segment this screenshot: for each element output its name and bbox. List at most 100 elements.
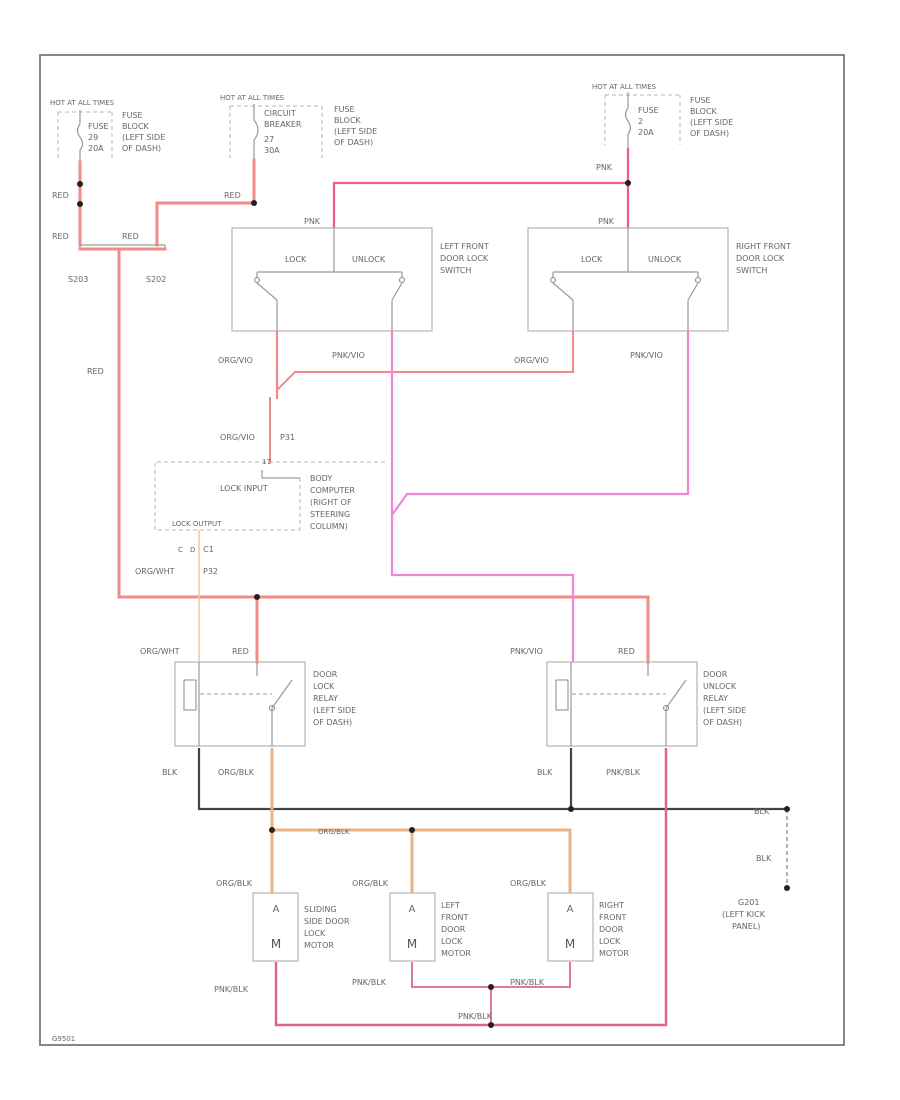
fuse-29-symbol [76, 123, 84, 151]
wire-label-org-blk-motor-3: ORG/BLK [510, 879, 547, 888]
fuse-middle-hot-label: HOT AT ALL TIMES [220, 94, 285, 102]
wire-label-pnk-vio-relay: PNK/VIO [510, 647, 543, 656]
unlock-relay-title-line-1: DOOR [703, 670, 728, 679]
fuse-left-fuse-label: FUSE [88, 122, 109, 131]
org-vio-wire [269, 330, 574, 464]
connector-p31-label: P31 [280, 433, 295, 442]
circuit-breaker-27-group: HOT AT ALL TIMES CIRCUIT BREAKER 27 30A … [220, 94, 377, 160]
lock-relay-title-line-5: OF DASH) [313, 718, 352, 727]
wire-label-red-2: RED [52, 232, 69, 241]
svg-text:A: A [409, 904, 416, 915]
wire-label-pnk-blk-bottom: PNK/BLK [458, 1012, 493, 1021]
connector-p32-label: P32 [203, 567, 218, 576]
wire-label-red-5: RED [87, 367, 104, 376]
right-motor-title-line-3: DOOR [599, 925, 624, 934]
diagram-frame [39, 54, 845, 1046]
fuse-middle-block-line-1: FUSE [334, 105, 355, 114]
body-computer-title-line-3: (RIGHT OF [310, 498, 352, 507]
body-computer-lock-output: LOCK OUTPUT [172, 520, 222, 528]
fuse-29-group: HOT AT ALL TIMES FUSE 29 20A FUSE BLOCK … [50, 99, 165, 162]
connector-c1-label: C1 [203, 545, 214, 554]
wire-labels: RED RED RED RED RED S203 S202 PNK PNK PN… [52, 163, 772, 1021]
fuse-middle-num: 27 [264, 135, 274, 144]
left-front-door-lock-switch: LOCK UNLOCK LEFT FRONT DOOR LOCK SWITCH [231, 227, 489, 332]
wire-label-org-blk-motor-1: ORG/BLK [216, 879, 253, 888]
wire-label-blk-ground-2: BLK [756, 854, 772, 863]
sliding-motor-title-line-4: MOTOR [304, 941, 334, 950]
sliding-motor-title-line-1: SLIDING [304, 905, 337, 914]
fuse-middle-block-line-3: (LEFT SIDE [334, 127, 377, 136]
wire-label-pnk-right2: PNK [598, 217, 615, 226]
right-motor-title-line-2: FRONT [599, 913, 626, 922]
wire-label-blk-ground: BLK [754, 807, 770, 816]
right-motor-title-line-4: LOCK [599, 937, 621, 946]
wire-label-org-wht-relay: ORG/WHT [140, 647, 180, 656]
sliding-motor-title-line-2: SIDE DOOR [304, 917, 350, 926]
fuse-right-fuse-label: FUSE [638, 106, 659, 115]
lock-relay-title-line-2: LOCK [313, 682, 335, 691]
wire-label-org-vio-left: ORG/VIO [218, 356, 253, 365]
left-motor-title-line-4: LOCK [441, 937, 463, 946]
right-switch-title-line-1: RIGHT FRONT [736, 242, 791, 251]
connector-c1-pin-d: D [190, 546, 195, 554]
wire-label-org-blk-motor-2: ORG/BLK [352, 879, 389, 888]
fuse-right-block-line-2: BLOCK [690, 107, 718, 116]
wire-label-org-blk-lock: ORG/BLK [218, 768, 255, 777]
right-switch-title-line-3: SWITCH [736, 266, 767, 275]
splice-right-label: S202 [146, 275, 166, 284]
fuse-middle-breaker-line-2: BREAKER [264, 120, 302, 129]
body-computer-title-line-2: COMPUTER [310, 486, 355, 495]
pnk-feed-wire [332, 148, 630, 228]
ground-location-line-2: PANEL) [732, 922, 760, 931]
wire-label-org-blk-bus: ORG/BLK [318, 828, 350, 836]
ground-g201: G201 (LEFT KICK PANEL) [722, 898, 766, 931]
right-switch-lock-label: LOCK [581, 255, 603, 264]
svg-text:M: M [407, 937, 417, 951]
wire-label-red-4: RED [224, 191, 241, 200]
right-front-door-lock-motor: A M RIGHT FRONT DOOR LOCK MOTOR [547, 892, 629, 962]
red-wire-main-bus [117, 250, 650, 664]
left-motor-title-line-3: DOOR [441, 925, 466, 934]
fuse-left-block-line-2: BLOCK [122, 122, 150, 131]
wire-label-pnk-blk-unlock: PNK/BLK [606, 768, 641, 777]
left-motor-title-line-1: LEFT [441, 901, 460, 910]
ground-id: G201 [738, 898, 759, 907]
wire-label-blk-unlock: BLK [537, 768, 553, 777]
fuse-left-block-line-3: (LEFT SIDE [122, 133, 165, 142]
wire-label-red-3: RED [122, 232, 139, 241]
right-switch-title-line-2: DOOR LOCK [736, 254, 785, 263]
body-computer-title-line-5: COLUMN) [310, 522, 348, 531]
right-motor-title-line-5: MOTOR [599, 949, 629, 958]
svg-text:A: A [567, 904, 574, 915]
fuse-left-hot-label: HOT AT ALL TIMES [50, 99, 115, 107]
left-switch-lock-label: LOCK [285, 255, 307, 264]
right-front-door-lock-switch: LOCK UNLOCK RIGHT FRONT DOOR LOCK SWITCH [527, 227, 791, 332]
wire-label-pnk-blk-motor-2: PNK/BLK [352, 978, 387, 987]
fuse-middle-breaker-line-1: CIRCUIT [264, 109, 296, 118]
body-computer-title-line-4: STEERING [310, 510, 350, 519]
door-lock-relay: DOOR LOCK RELAY (LEFT SIDE OF DASH) [174, 661, 356, 747]
lock-relay-title-line-3: RELAY [313, 694, 338, 703]
wire-label-pnk-vio-right: PNK/VIO [630, 351, 663, 360]
unlock-relay-title-line-2: UNLOCK [703, 682, 737, 691]
lock-relay-title-line-1: DOOR [313, 670, 338, 679]
fuse-left-block-line-1: FUSE [122, 111, 143, 120]
fuse-2-symbol [624, 107, 632, 135]
splice-s202-s203 [78, 244, 167, 251]
org-blk-wire [270, 748, 572, 893]
connector-c1-pin-c: C [178, 546, 183, 554]
door-unlock-relay: DOOR UNLOCK RELAY (LEFT SIDE OF DASH) [546, 661, 746, 747]
wire-label-red-relay-lock: RED [232, 647, 249, 656]
fuse-middle-amps: 30A [264, 146, 280, 155]
right-switch-unlock-label: UNLOCK [648, 255, 682, 264]
body-computer: LOCK INPUT LOCK OUTPUT BODY COMPUTER (RI… [154, 461, 385, 531]
fuse-right-block-line-3: (LEFT SIDE [690, 118, 733, 127]
wire-label-red-1: RED [52, 191, 69, 200]
fuse-right-block-line-4: OF DASH) [690, 129, 729, 138]
left-switch-title-line-1: LEFT FRONT [440, 242, 489, 251]
unlock-relay-title-line-4: (LEFT SIDE [703, 706, 746, 715]
left-front-door-lock-motor: A M LEFT FRONT DOOR LOCK MOTOR [389, 892, 471, 962]
unlock-relay-title-line-5: OF DASH) [703, 718, 742, 727]
left-switch-title-line-2: DOOR LOCK [440, 254, 489, 263]
